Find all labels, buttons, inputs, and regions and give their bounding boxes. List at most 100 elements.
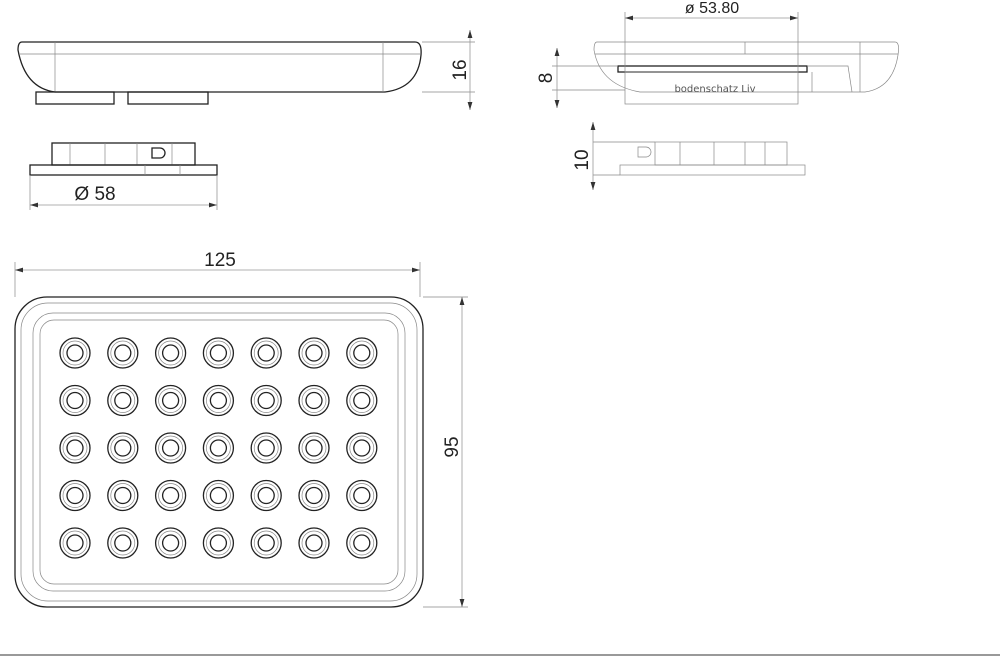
hole-ring — [107, 337, 139, 369]
hole — [250, 337, 282, 369]
hole-ring — [253, 435, 279, 461]
hole — [346, 479, 378, 512]
hole-ring — [349, 388, 375, 413]
hole-ring — [346, 527, 378, 559]
hole-ring — [110, 435, 136, 461]
hole — [346, 384, 378, 417]
hole-ring — [250, 337, 282, 369]
base-view-left: Ø 58 — [29, 142, 218, 210]
hole — [59, 527, 91, 559]
hole-ring — [209, 486, 228, 505]
hole-ring — [250, 479, 282, 512]
hole-ring — [305, 534, 323, 552]
hole-ring — [158, 483, 183, 508]
hole — [250, 384, 282, 417]
hole-ring — [114, 391, 132, 410]
hole — [59, 479, 91, 512]
hole — [298, 527, 330, 559]
hole — [202, 432, 235, 464]
hole — [202, 337, 235, 369]
hole-ring — [66, 534, 84, 552]
hole — [154, 527, 187, 559]
hole-ring — [250, 432, 282, 464]
hole-ring — [253, 530, 279, 556]
hole-ring — [346, 337, 378, 369]
hole — [202, 527, 235, 559]
hole — [59, 432, 91, 464]
hole-ring — [301, 340, 327, 366]
hole-ring — [298, 432, 330, 464]
hole-ring — [209, 534, 228, 552]
hole-ring — [301, 483, 327, 508]
hole-ring — [154, 479, 187, 512]
hole-ring — [257, 486, 275, 505]
hole — [107, 479, 139, 512]
hole-ring — [59, 384, 91, 417]
hole-ring — [301, 388, 327, 413]
hole-ring — [253, 483, 279, 508]
hole-ring — [253, 340, 279, 366]
dim-side-height: 16 — [450, 59, 471, 80]
hole — [202, 479, 235, 512]
hole-ring — [353, 391, 371, 410]
hole-ring — [62, 340, 88, 366]
hole-ring — [305, 344, 323, 362]
dim-plate-width: 125 — [204, 250, 236, 271]
hole-ring — [107, 479, 139, 512]
hole-ring — [298, 337, 330, 369]
hole-ring — [349, 435, 375, 461]
hole-ring — [257, 391, 275, 410]
hole-ring — [161, 439, 180, 457]
hole — [346, 337, 378, 369]
hole-ring — [110, 530, 136, 556]
hole-ring — [209, 391, 228, 410]
hole-ring — [161, 391, 180, 410]
hole-ring — [298, 479, 330, 512]
brand-text: bodenschatz Liv — [674, 84, 755, 95]
hole-ring — [346, 384, 378, 417]
hole — [298, 432, 330, 464]
dim-top-diameter: ø 53.80 — [685, 0, 739, 17]
dim-base-diameter: Ø 58 — [74, 184, 115, 205]
hole-ring — [257, 534, 275, 552]
hole-ring — [158, 435, 183, 461]
hole-ring — [158, 530, 183, 556]
hole-ring — [250, 384, 282, 417]
hole-ring — [353, 344, 371, 362]
hole-ring — [161, 344, 180, 362]
hole — [154, 432, 187, 464]
hole-ring — [301, 530, 327, 556]
hole-ring — [206, 388, 231, 413]
hole-ring — [154, 527, 187, 559]
hole-ring — [62, 483, 88, 508]
hole-ring — [161, 486, 180, 505]
side-view-right: bodenschatz Liv ø 53.80 8 — [536, 0, 899, 108]
hole-ring — [154, 432, 187, 464]
hole-ring — [209, 344, 228, 362]
hole-ring — [202, 432, 235, 464]
hole-ring — [349, 340, 375, 366]
hole-ring — [62, 530, 88, 556]
hole — [107, 432, 139, 464]
hole — [346, 527, 378, 559]
hole — [154, 479, 187, 512]
hole-ring — [66, 344, 84, 362]
plate-top-view: 125 95 — [14, 250, 468, 608]
hole-ring — [202, 479, 235, 512]
hole-ring — [110, 483, 136, 508]
hole — [59, 337, 91, 369]
hole — [202, 384, 235, 417]
hole — [250, 479, 282, 512]
hole-ring — [305, 391, 323, 410]
hole-ring — [298, 527, 330, 559]
hole-ring — [107, 527, 139, 559]
hole-ring — [353, 534, 371, 552]
hole-ring — [158, 340, 183, 366]
hole-ring — [59, 479, 91, 512]
hole — [107, 337, 139, 369]
hole — [250, 527, 282, 559]
hole-ring — [202, 527, 235, 559]
hole-ring — [257, 439, 275, 457]
